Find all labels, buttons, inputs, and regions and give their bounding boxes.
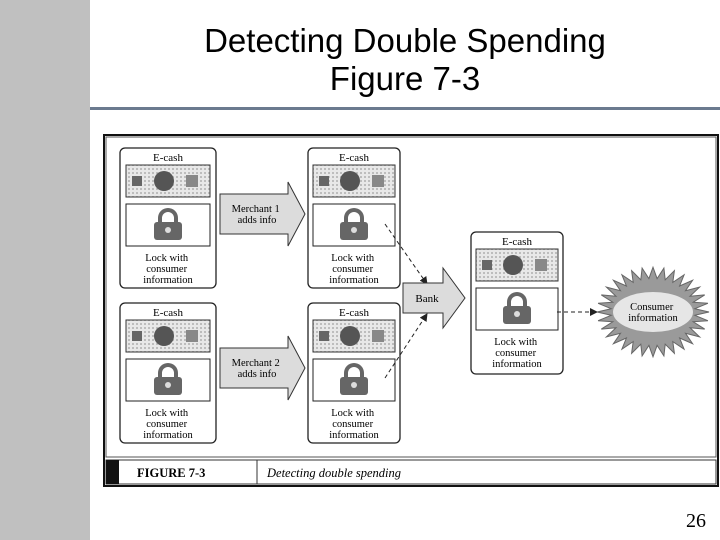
- consumer-information-label: Consumer information: [628, 302, 678, 324]
- svg-text:Merchant 1 adds info: Merchant 1 adds info: [232, 204, 283, 226]
- ecash-label: E-cash: [153, 152, 183, 164]
- lock-label: Lock with consumer information: [329, 408, 379, 441]
- merchant-2-arrow: Merchant 2 adds info: [219, 335, 306, 401]
- ecash-label: E-cash: [502, 236, 532, 248]
- figure-caption-label: FIGURE 7-3: [137, 466, 205, 480]
- dollar-bill-icon: [125, 164, 211, 198]
- dollar-bill-icon: [475, 248, 559, 282]
- figure-caption-text: Detecting double spending: [266, 466, 401, 480]
- left-sidebar-band: [0, 0, 90, 540]
- padlock-icon: [340, 208, 368, 240]
- lock-label: Lock with consumer information: [143, 253, 193, 286]
- starburst-icon: Consumer information: [596, 265, 710, 359]
- dollar-bill-icon: [312, 319, 396, 353]
- padlock-icon: [340, 363, 368, 395]
- dollar-bill-icon: [125, 319, 211, 353]
- ecash-label: E-cash: [339, 152, 369, 164]
- ecash-label: E-cash: [339, 307, 369, 319]
- merchant-1-arrow: Merchant 1 adds info: [219, 181, 306, 247]
- padlock-icon: [154, 208, 182, 240]
- double-spending-diagram: E-cash Lock with consumer information: [105, 136, 717, 485]
- bank-arrow: Bank: [402, 266, 466, 330]
- lock-label: Lock with consumer information: [329, 253, 379, 286]
- dashed-arrow-merchant-1-to-bank: [384, 223, 428, 285]
- lock-label: Lock with consumer information: [143, 408, 193, 441]
- svg-text:Bank: Bank: [415, 293, 439, 305]
- ecash-label: E-cash: [153, 307, 183, 319]
- title-line-1: Detecting Double Spending: [204, 22, 606, 59]
- slide-title: Detecting Double Spending Figure 7-3: [90, 22, 720, 98]
- figure-frame: E-cash Lock with consumer information: [103, 134, 719, 487]
- slide-number: 26: [686, 510, 706, 532]
- title-line-2: Figure 7-3: [329, 60, 481, 97]
- ecash-card-original-1: E-cash Lock with consumer information: [119, 147, 217, 289]
- lock-label: Lock with consumer information: [492, 337, 542, 370]
- ecash-card-merchant-1: E-cash Lock with consumer information: [307, 147, 401, 289]
- padlock-icon: [154, 363, 182, 395]
- ecash-card-bank: E-cash Lock with consumer information: [470, 231, 564, 375]
- dollar-bill-icon: [312, 164, 396, 198]
- dashed-arrow-merchant-2-to-bank: [384, 313, 428, 379]
- title-divider: [90, 107, 720, 110]
- padlock-icon: [503, 292, 531, 324]
- svg-text:Merchant 2 adds info: Merchant 2 adds info: [232, 358, 283, 380]
- ecash-card-merchant-2: E-cash Lock with consumer information: [307, 302, 401, 444]
- ecash-card-original-2: E-cash Lock with consumer information: [119, 302, 217, 444]
